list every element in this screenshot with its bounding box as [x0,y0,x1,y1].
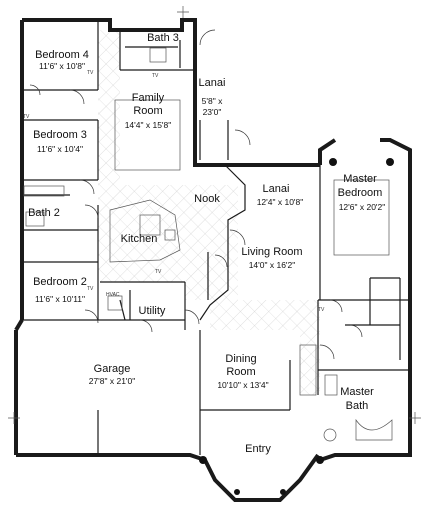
tv-marker: TV [87,70,94,76]
bedroom-2-label: Bedroom 2 [33,276,87,288]
fixtures [23,99,393,442]
tv-markers: TV TV TV TV TV TV [23,70,325,313]
tv-marker: TV [318,307,325,313]
lanai-main-dimensions: 12'4" x 10'8" [257,197,304,207]
nook-label: Nook [194,193,220,205]
dining-room-dimensions: 10'10" x 13'4" [217,380,268,390]
living-room-dimensions: 14'0" x 16'2" [249,260,296,270]
bath-2-label: Bath 2 [28,207,60,219]
dining-room-label: Dining [225,353,256,365]
kitchen-label: Kitchen [121,233,158,245]
lanai-side-dimensions-2: 23'0" [203,107,222,117]
living-room-label: Living Room [241,246,302,258]
interior-walls [22,20,410,455]
tv-marker: TV [23,114,30,120]
tv-marker: TV [155,269,162,275]
family-room-label: Family [132,92,165,104]
tile-floor [98,30,320,395]
lanai-side-dimensions: 5'8" x [202,96,223,106]
dining-room-label-2: Room [226,366,255,378]
garage-label: Garage [94,363,131,375]
master-bedroom-label-2: Bedroom [338,187,383,199]
master-bedroom-label: Master [343,173,377,185]
tv-marker: TV [87,286,94,292]
master-bath-label: Master [340,386,374,398]
family-room-dimensions: 14'4" x 15'8" [125,120,172,130]
family-room-label-2: Room [133,105,162,117]
master-bath-label-2: Bath [346,400,369,412]
lanai-main-label: Lanai [263,183,290,195]
tv-marker: TV [152,73,159,79]
bedroom-4-label: Bedroom 4 [35,49,89,61]
bath-3-label: Bath 3 [147,32,179,44]
bedroom-2-dimensions: 11'6" x 10'11" [35,294,85,304]
bedroom-4-dimensions: 11'6" x 10'8" [39,61,85,71]
room-labels: Bedroom 4 11'6" x 10'8" Bath 3 Lanai 5'8… [28,32,385,455]
compass-marks [8,6,421,424]
door-swings [29,29,363,360]
hvac-label: HVAC [106,292,120,298]
garage-dimensions: 27'8" x 21'0" [89,376,136,386]
lanai-side-label: Lanai [199,77,226,89]
entry-columns [199,158,394,495]
entry-label: Entry [245,443,271,455]
bedroom-3-label: Bedroom 3 [33,129,87,141]
bedroom-3-dimensions: 11'6" x 10'4" [37,144,83,154]
utility-label: Utility [139,305,166,317]
master-bedroom-dimensions: 12'6" x 20'2" [339,202,386,212]
